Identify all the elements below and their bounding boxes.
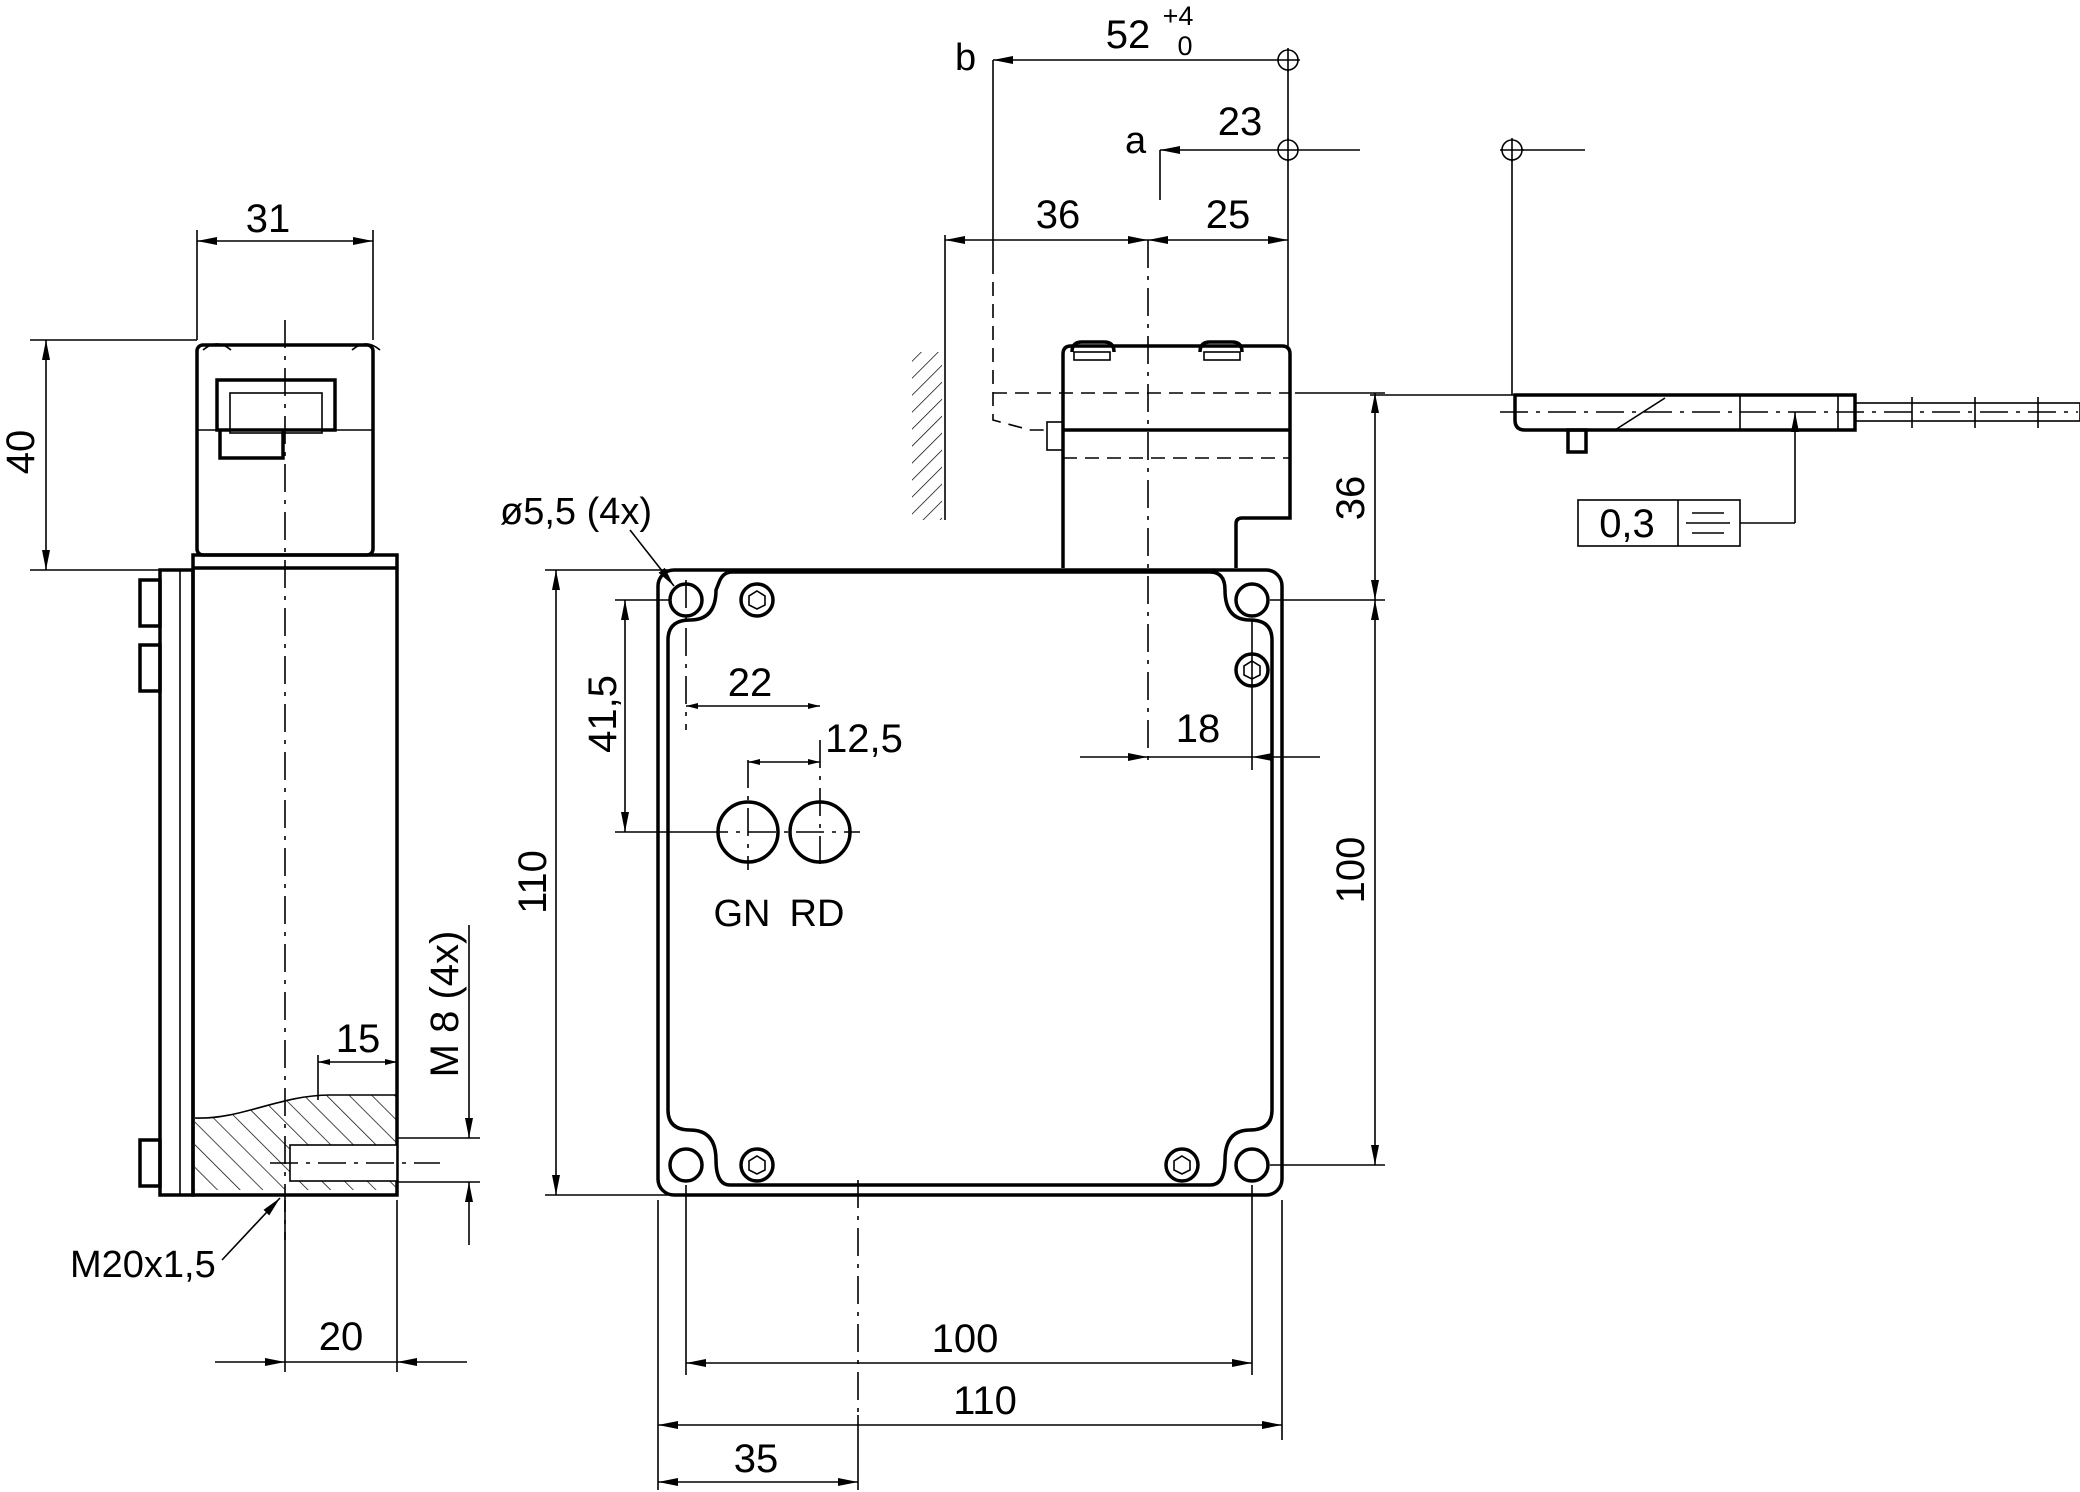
- actuator-pin: [1566, 428, 1588, 454]
- dim18-text: 18: [1176, 707, 1221, 751]
- hole-label: ø5,5 (4x): [500, 491, 652, 533]
- led-green-label: GN: [714, 893, 771, 935]
- front-head-screws: [1070, 340, 1244, 353]
- front-screw-slot-1: [1073, 351, 1111, 361]
- dim31-text: 31: [246, 197, 291, 241]
- dim52-tol-upper: +4: [1163, 1, 1194, 31]
- m8-text: M 8 (4x): [423, 931, 467, 1078]
- side-bolt-2: [138, 643, 162, 693]
- dim35-text: 35: [734, 1437, 779, 1481]
- m20-text: M20x1,5: [70, 1244, 216, 1286]
- dim415-text: 41,5: [581, 675, 625, 753]
- hole-tr: [1234, 582, 1270, 618]
- front-actuator-stub: [1046, 421, 1064, 451]
- front-screw-slot-2: [1203, 351, 1241, 361]
- side-head-screws: [202, 343, 381, 351]
- screw-top-left: [739, 582, 775, 618]
- m20-leader: [221, 1197, 281, 1261]
- side-view: 31 40 20 15 M 8 (4x) M20x1,5: [0, 197, 480, 1372]
- dim20-text: 20: [319, 1315, 364, 1359]
- dim23-text: 23: [1218, 100, 1263, 144]
- dim52-tol-lower: 0: [1177, 31, 1192, 61]
- side-cutaway-edge: [194, 1094, 397, 1119]
- side-plate: [158, 568, 195, 1197]
- side-slot-inner: [229, 392, 323, 434]
- actuator-bevel: [1614, 397, 1666, 431]
- actuator-view: 0,3: [1370, 138, 2080, 547]
- dim125-text: 12,5: [825, 717, 903, 761]
- hole-leader: [629, 529, 675, 587]
- front-hidden-actuator: [992, 260, 1047, 431]
- dim100h-text: 100: [932, 1317, 999, 1361]
- wall-hatch: [912, 352, 942, 520]
- side-slot: [215, 378, 337, 432]
- dim110h-text: 110: [953, 1379, 1017, 1423]
- side-bolt-1: [138, 578, 162, 628]
- front-head: [1061, 344, 1292, 568]
- top-dimensions: b 52 +4 0 a 23 36 25: [945, 1, 1360, 346]
- screw-bottom-left: [739, 1147, 775, 1183]
- screw-bottom-right: [1164, 1147, 1200, 1183]
- dim52-text: 52: [1106, 13, 1151, 57]
- dim36h-text: 36: [1036, 193, 1081, 237]
- dim22-text: 22: [728, 661, 773, 705]
- side-bolt-3: [138, 1138, 162, 1188]
- tolerance-value: 0,3: [1599, 502, 1655, 546]
- front-body-inner: [666, 570, 1274, 1187]
- dim36v-text: 36: [1329, 476, 1373, 521]
- led-red-label: RD: [790, 893, 845, 935]
- tolerance-frame: [1577, 499, 1741, 547]
- side-slot-notch: [218, 430, 285, 460]
- dim40-text: 40: [0, 430, 43, 475]
- dim15-text: 15: [336, 1017, 381, 1061]
- front-view: GN RD ø5,5 (4x) 41,5 22 12,5 18 110: [500, 235, 1385, 1490]
- symmetry-icon: [1686, 512, 1730, 534]
- front-body: [656, 568, 1284, 1197]
- hole-br: [1234, 1147, 1270, 1183]
- marker-b: b: [955, 37, 976, 79]
- actuator-body: [1513, 393, 1857, 432]
- dim100v-text: 100: [1329, 837, 1373, 904]
- marker-a: a: [1125, 120, 1147, 162]
- dim25-text: 25: [1206, 193, 1251, 237]
- dim110v-text: 110: [511, 850, 555, 914]
- hole-bl: [668, 1147, 704, 1183]
